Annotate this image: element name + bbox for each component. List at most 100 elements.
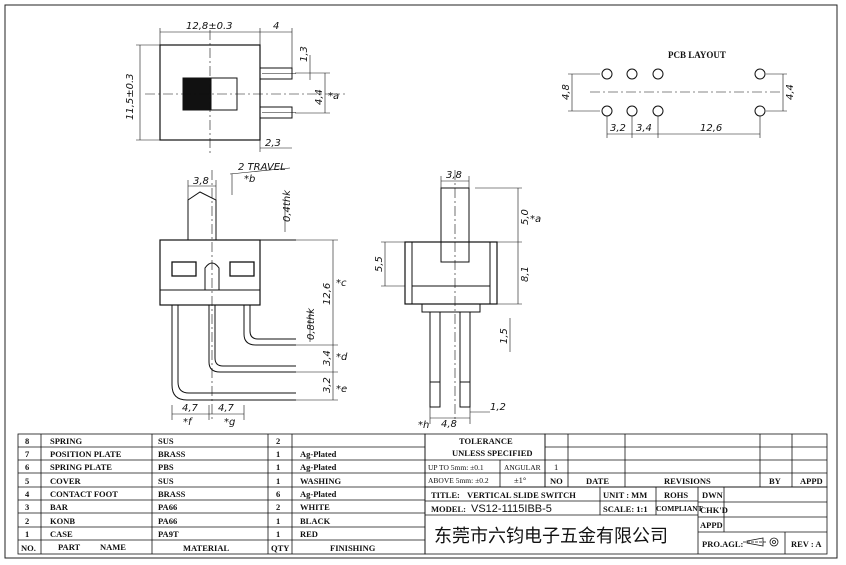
bom-cell-material: SUS: [158, 436, 174, 446]
proagl-label: PRO.AGL:: [702, 539, 743, 549]
corner-mark: [828, 4, 838, 14]
pcb-hole: [754, 68, 766, 80]
bom-header-part: PART: [58, 542, 81, 552]
front-window-left: [171, 261, 197, 277]
front-leg-1: [171, 305, 296, 401]
bom-cell-finishing: WASHING: [300, 476, 341, 486]
side-ref-h: *h: [418, 420, 429, 431]
front-ref-g: *g: [224, 417, 235, 428]
front-body: [159, 239, 261, 306]
title-value: VERTICAL SLIDE SWITCH: [467, 490, 576, 500]
top-dim-1-3: 1,3: [299, 46, 310, 62]
pcb-hole: [754, 105, 766, 117]
bom-header-qty: QTY: [271, 543, 289, 553]
bom-cell-no: 6: [25, 462, 29, 472]
appd-label: APPD: [700, 520, 723, 530]
bom-cell-material: BRASS: [158, 449, 186, 459]
front-dim-4-7a: 4,7: [182, 403, 199, 414]
bom-cell-material: PA9T: [158, 529, 179, 539]
bom-cell-material: PBS: [158, 462, 174, 472]
pcb-dim-3-2: 3,2: [610, 123, 626, 134]
revision-no: NO: [550, 476, 563, 486]
revision-revisions: REVISIONS: [664, 476, 711, 486]
front-actuator: [187, 191, 217, 240]
bom-cell-qty: 1: [276, 449, 280, 459]
dim-line: [229, 167, 291, 175]
top-dim-2-3: 2,3: [265, 138, 281, 149]
bom-header-material: MATERIAL: [183, 543, 229, 553]
chkd-label: CHK'D: [700, 505, 728, 515]
front-leg-1-inner: [177, 305, 296, 394]
compliant-label: COMPLIANT: [656, 504, 703, 513]
top-dim-4-4: 4,4: [314, 89, 325, 105]
bom-cell-material: PA66: [158, 516, 177, 526]
front-leg-3: [243, 305, 296, 346]
top-pin-dim: 4: [273, 21, 279, 32]
bom-header-finishing: FINISHING: [330, 543, 376, 553]
bom-cell-qty: 2: [276, 436, 280, 446]
bom-cell-material: BRASS: [158, 489, 186, 499]
top-ref-a: *a: [328, 91, 339, 102]
front-dim-3-2: 3,2: [322, 377, 333, 393]
bom-cell-finishing: WHITE: [300, 502, 330, 512]
pcb-dim-12-6: 12,6: [700, 123, 722, 134]
bom-cell-finishing: RED: [300, 529, 318, 539]
pcb-hole: [626, 68, 638, 80]
bom-header: NO. PART NAME MATERIAL QTY FINISHING: [21, 542, 376, 553]
revision-date: DATE: [586, 476, 609, 486]
side-view: [381, 170, 522, 424]
bom-cell-no: 2: [25, 516, 29, 526]
front-thk-04: 0,4thk: [282, 189, 293, 222]
revision-appd: APPD: [800, 476, 823, 486]
pcb-title: PCB LAYOUT: [668, 50, 726, 60]
side-dim-3-8: 3,8: [446, 170, 462, 181]
bom-cell-finishing: Ag-Plated: [300, 489, 337, 499]
bom-cell-part: CASE: [50, 529, 73, 539]
bom-cell-no: 1: [25, 529, 29, 539]
company-name: 东莞市六钧电子五金有限公司: [434, 526, 668, 547]
bom-cell-part: BAR: [50, 502, 69, 512]
pcb-dim-4-8: 4,8: [561, 84, 572, 100]
bom-cell-material: PA66: [158, 502, 177, 512]
side-dim-5-5: 5,5: [374, 256, 385, 272]
tolerance-above: ABOVE 5mm: ±0.2: [428, 476, 489, 485]
tolerance-up: UP TO 5mm: ±0.1: [428, 463, 484, 472]
front-leg-2-inner: [214, 305, 296, 367]
front-travel: 2 TRAVEL: [238, 162, 286, 173]
model-label: MODEL:: [431, 504, 466, 514]
bom-cell-part: COVER: [50, 476, 82, 486]
model-value: VS12-1115IBB-5: [471, 503, 552, 515]
tolerance-angular: ANGULAR: [504, 463, 541, 472]
bom-cell-part: KONB: [50, 516, 75, 526]
pcb-dim-4-4: 4,4: [785, 84, 796, 100]
dwn-label: DWN: [702, 490, 724, 500]
front-thk-08: 0,8thk: [306, 307, 317, 340]
bom-cell-part: SPRING PLATE: [50, 462, 112, 472]
tolerance-angular-val: ±1°: [514, 475, 526, 485]
front-leg-3-inner: [249, 305, 296, 340]
side-dim-5-0: 5,0: [520, 209, 531, 225]
side-leg-2: [459, 311, 471, 408]
side-dim-8-1: 8,1: [520, 266, 531, 282]
front-view: [159, 167, 338, 420]
front-ref-b: *b: [244, 174, 255, 185]
bom-cell-part: CONTACT FOOT: [50, 489, 118, 499]
tolerance-block: [424, 433, 828, 488]
bom-cell-qty: 1: [276, 516, 280, 526]
top-view: [136, 28, 345, 155]
pcb-hole: [652, 105, 664, 117]
projection-symbol-icon: [743, 537, 779, 547]
front-dim-3-4: 3,4: [322, 350, 333, 366]
front-dim-12-6: 12,6: [322, 283, 333, 305]
front-dim-3-8: 3,8: [193, 176, 209, 187]
bom-cell-finishing: BLACK: [300, 516, 331, 526]
bom-cell-qty: 1: [276, 476, 280, 486]
table-row: 2 KONB PA66 1 BLACK: [25, 516, 331, 526]
